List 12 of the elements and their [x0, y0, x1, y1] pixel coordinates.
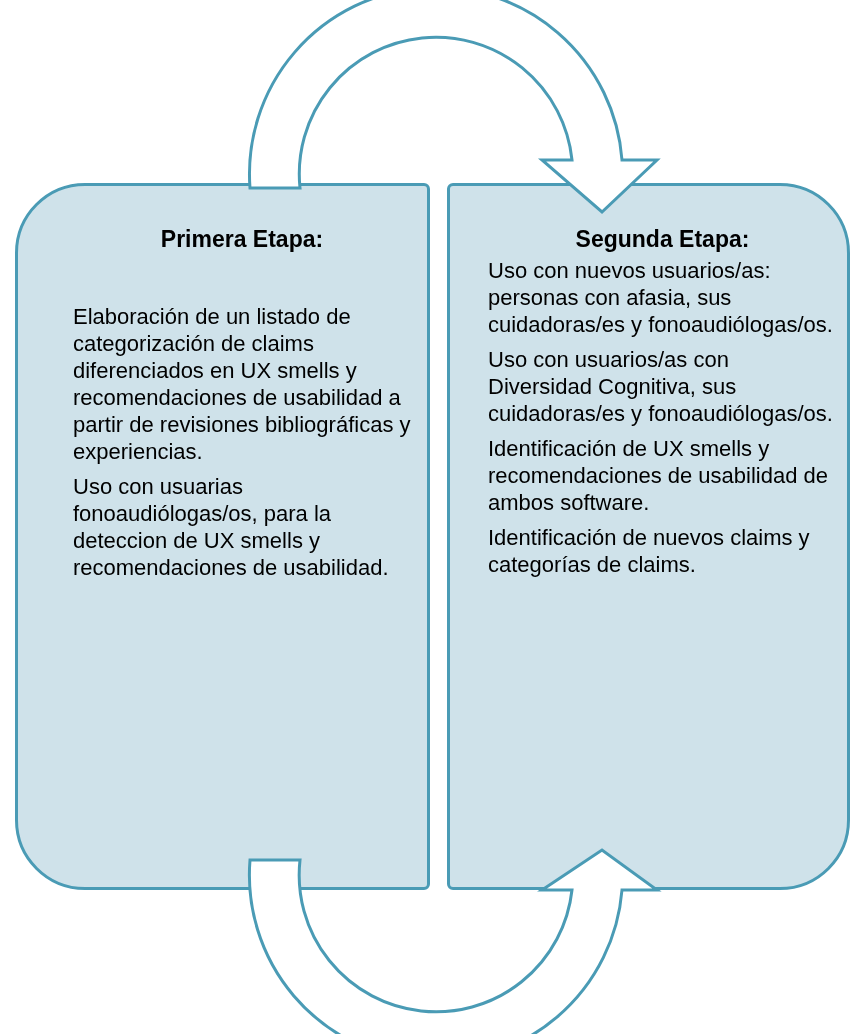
stage-text: Elaboración de un listado de categorización de claims diferenciados en UX smells y recomendaciones de usabilidad a partir de revisiones bibliográficas y experiencias. [73, 303, 411, 465]
stage-text: Identificación de UX smells y recomendaciones de usabilidad de ambos software. [488, 435, 829, 516]
stage-text: Identificación de nuevos claims y categorías de claims. [488, 524, 811, 578]
stage-heading: Primera Etapa: [159, 226, 325, 253]
curved-arrow [248, 848, 659, 1034]
stage-panel [447, 183, 850, 890]
stage-text: Uso con usuarios/as con Diversidad Cognitiva, sus cuidadoras/es y fonoaudiólogas/os. [488, 346, 834, 427]
stage-panel [15, 183, 430, 890]
stage-heading: Segunda Etapa: [574, 226, 751, 253]
stage-text: Uso con usuarias fonoaudiólogas/os, para la deteccion de UX smells y recomendaciones de usabilidad. [73, 473, 390, 581]
curved-arrow [248, 0, 659, 214]
stage-text: Uso con nuevos usuarios/as: personas con afasia, sus cuidadoras/es y fonoaudiólogas/os. [488, 257, 834, 338]
